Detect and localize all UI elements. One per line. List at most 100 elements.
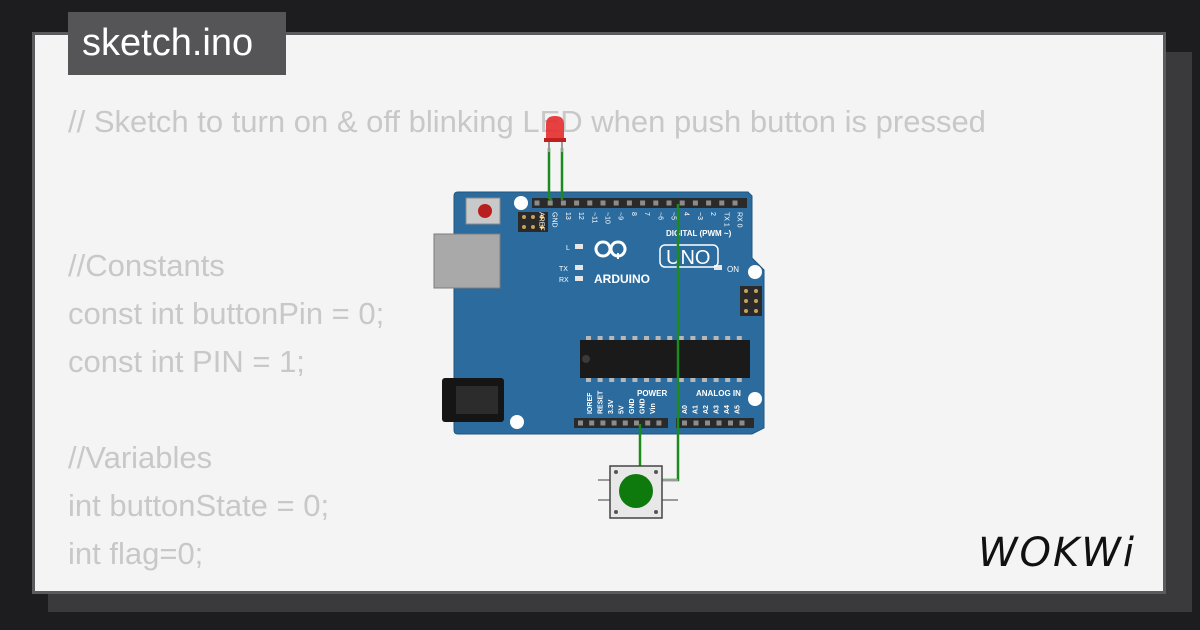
digital-pin-label: 8 bbox=[630, 212, 637, 216]
digital-pin-label: GND bbox=[551, 212, 558, 228]
digital-pin-label: TX 1 bbox=[722, 212, 729, 227]
digital-pin-hole[interactable] bbox=[626, 200, 632, 206]
led-rx-label: RX bbox=[559, 277, 569, 284]
mount-hole bbox=[748, 265, 762, 279]
led-tx-indicator bbox=[575, 265, 583, 270]
analog-pin-label: A3 bbox=[714, 405, 721, 414]
power-pin-hole[interactable] bbox=[645, 420, 651, 426]
digital-pin-label: 7 bbox=[643, 212, 650, 216]
led-l-indicator bbox=[575, 244, 583, 249]
digital-pin-label: ~9 bbox=[617, 212, 624, 220]
power-pin-hole[interactable] bbox=[578, 420, 583, 426]
mount-hole bbox=[510, 415, 524, 429]
analog-pin-label: A4 bbox=[724, 405, 731, 414]
analog-pin-label: A5 bbox=[735, 405, 742, 414]
digital-pin-label: ~5 bbox=[670, 212, 677, 220]
analog-pin-label: A2 bbox=[703, 405, 710, 414]
digital-pin-label: ~3 bbox=[696, 212, 703, 220]
digital-pin-hole[interactable] bbox=[732, 200, 738, 206]
digital-pin-hole[interactable] bbox=[666, 200, 672, 206]
digital-pin-hole[interactable] bbox=[679, 200, 685, 206]
digital-pin-hole[interactable] bbox=[719, 200, 725, 206]
led-on-indicator bbox=[714, 265, 722, 270]
digital-pin-hole[interactable] bbox=[640, 200, 646, 206]
digital-pin-label: ~11 bbox=[590, 212, 597, 223]
uno-model-text: UNO bbox=[666, 247, 710, 269]
digital-pin-hole[interactable] bbox=[587, 200, 593, 206]
digital-pin-label: 12 bbox=[577, 212, 584, 220]
analog-pin-hole[interactable] bbox=[682, 420, 687, 426]
digital-pin-label: 4 bbox=[683, 212, 690, 216]
arduino-logo: ARDUINO bbox=[594, 240, 650, 286]
code-const-pin: const int PIN = 1; bbox=[68, 344, 305, 379]
red-led[interactable] bbox=[544, 116, 566, 152]
power-pin-label: IOREF bbox=[587, 392, 594, 414]
mount-hole bbox=[514, 196, 528, 210]
digital-pin-holes bbox=[534, 200, 738, 206]
digital-pin-hole[interactable] bbox=[600, 200, 606, 206]
wokwi-logo: WOKWi bbox=[978, 530, 1136, 576]
file-tab-sketch[interactable]: sketch.ino bbox=[68, 12, 286, 75]
digital-pin-hole[interactable] bbox=[547, 200, 553, 206]
bottom-pin-holes bbox=[578, 420, 745, 426]
digital-pin-label: 13 bbox=[564, 212, 571, 220]
power-pin-hole[interactable] bbox=[589, 420, 595, 426]
power-jack bbox=[442, 378, 504, 422]
digital-pin-hole[interactable] bbox=[692, 200, 698, 206]
led-rx-indicator bbox=[575, 276, 583, 281]
usb-connector bbox=[433, 233, 501, 289]
power-pin-label: RESET bbox=[598, 390, 605, 414]
led-on-label: ON bbox=[727, 265, 739, 274]
digital-pin-hole[interactable] bbox=[574, 200, 580, 206]
analog-pin-hole[interactable] bbox=[739, 420, 745, 426]
icsp-header bbox=[518, 212, 548, 232]
led-tx-label: TX bbox=[559, 266, 568, 273]
analog-pin-hole[interactable] bbox=[693, 420, 699, 426]
uno-badge bbox=[659, 244, 719, 268]
digital-pin-header bbox=[532, 198, 747, 208]
power-pin-hole[interactable] bbox=[611, 420, 617, 426]
led-l-label: L bbox=[566, 245, 570, 252]
analog-pin-hole[interactable] bbox=[716, 420, 722, 426]
code-comment-line: // Sketch to turn on & off blinking LED … bbox=[68, 104, 986, 139]
wokwi-logo-text: WOKWi bbox=[978, 530, 1136, 576]
digital-pin-label: AREF bbox=[538, 212, 545, 231]
digital-pin-hole[interactable] bbox=[534, 200, 540, 206]
power-pin-hole[interactable] bbox=[600, 420, 606, 426]
digital-pin-hole[interactable] bbox=[653, 200, 659, 206]
digital-header-label: DIGITAL (PWM ~) bbox=[666, 229, 732, 238]
digital-pin-label: ~10 bbox=[604, 212, 611, 224]
atmega-chip bbox=[580, 336, 750, 382]
digital-pin-hole[interactable] bbox=[706, 200, 712, 206]
analog-pin-hole[interactable] bbox=[728, 420, 733, 426]
analog-pin-label: A1 bbox=[693, 405, 700, 414]
analog-pin-hole[interactable] bbox=[705, 420, 710, 426]
power-pin-label: 5V bbox=[619, 405, 626, 414]
power-pin-label: GND bbox=[640, 398, 647, 414]
power-pin-header bbox=[574, 418, 668, 428]
digital-pin-label: ~6 bbox=[656, 212, 663, 220]
code-const-button: const int buttonPin = 0; bbox=[68, 296, 385, 331]
power-pin-hole[interactable] bbox=[634, 420, 639, 426]
analog-header-label: ANALOG IN bbox=[696, 389, 741, 398]
wire-led-anode bbox=[547, 148, 553, 202]
arduino-brand-text: ARDUINO bbox=[594, 272, 650, 286]
push-button[interactable] bbox=[598, 465, 678, 519]
code-constants-header: //Constants bbox=[68, 248, 225, 283]
power-pin-hole[interactable] bbox=[622, 420, 628, 426]
digital-pin-hole[interactable] bbox=[613, 200, 619, 206]
push-button-cap bbox=[619, 474, 653, 508]
digital-pin-hole[interactable] bbox=[560, 200, 566, 206]
power-pin-hole[interactable] bbox=[656, 420, 662, 426]
power-header-label: POWER bbox=[637, 389, 667, 398]
code-var-flag: int flag=0; bbox=[68, 536, 204, 571]
code-var-state: int buttonState = 0; bbox=[68, 488, 330, 523]
reset-button[interactable] bbox=[465, 197, 501, 225]
icsp-header-right bbox=[740, 286, 762, 316]
mount-hole bbox=[748, 392, 762, 406]
